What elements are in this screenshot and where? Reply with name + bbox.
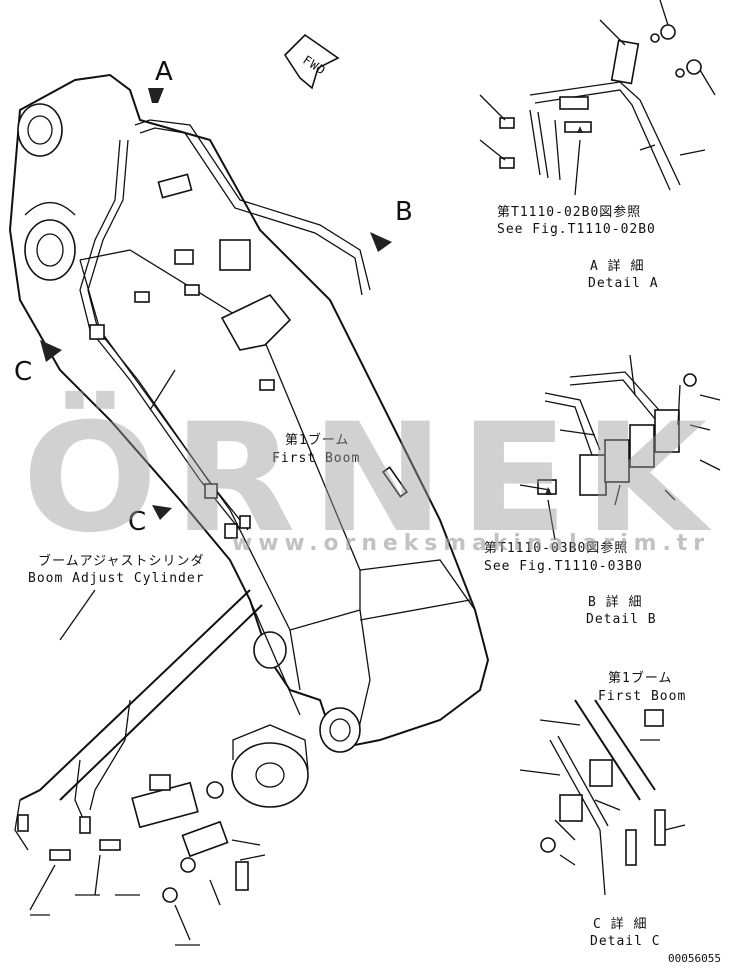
detail-b-ref-jp: 第T1110-03B0図参照 (484, 540, 628, 556)
detail-c-drawing (519, 699, 686, 896)
watermark: ÖRNEK www.orneksmakinalarim.tr (22, 390, 722, 566)
detail-a-title-jp: A 詳 細 (590, 258, 644, 274)
first-boom-label-jp: 第1ブーム (285, 432, 349, 448)
detail-b-drawing (519, 354, 721, 541)
detail-a-title-en: Detail A (588, 276, 659, 291)
detail-c-boom-jp: 第1ブーム (608, 670, 672, 686)
detail-a-ref-jp: 第T1110-02B0図参照 (497, 204, 641, 220)
detail-b-ref-en: See Fig.T1110-03B0 (484, 559, 643, 574)
view-letter-c-left: C (14, 357, 32, 387)
watermark-brand: ÖRNEK (22, 390, 722, 566)
first-boom-label-en: First Boom (272, 451, 360, 466)
view-letter-a: A (155, 57, 173, 87)
detail-b-title-en: Detail B (586, 612, 657, 627)
detail-a-drawing (479, 0, 716, 196)
detail-b-title-jp: B 詳 細 (588, 594, 642, 610)
boom-adjust-label-jp: ブームアジャストシリンダ (38, 553, 204, 569)
fwd-arrow: FWD (283, 33, 340, 90)
view-arrows: A B C C (14, 57, 413, 537)
detail-c-title-en: Detail C (590, 934, 661, 949)
boom-adjust-cylinder-drawing (14, 589, 309, 946)
detail-c-boom-en: First Boom (598, 689, 686, 704)
boom-adjust-label-en: Boom Adjust Cylinder (28, 571, 205, 586)
detail-c-title-jp: C 詳 細 (593, 916, 647, 932)
first-boom-drawing (8, 73, 490, 753)
view-letter-c-lower: C (128, 507, 146, 537)
detail-a-ref-en: See Fig.T1110-02B0 (497, 222, 656, 237)
view-letter-b: B (395, 197, 413, 227)
part-number: 00056055 (668, 952, 721, 965)
watermark-site: www.orneksmakinalarim.tr (232, 531, 710, 556)
